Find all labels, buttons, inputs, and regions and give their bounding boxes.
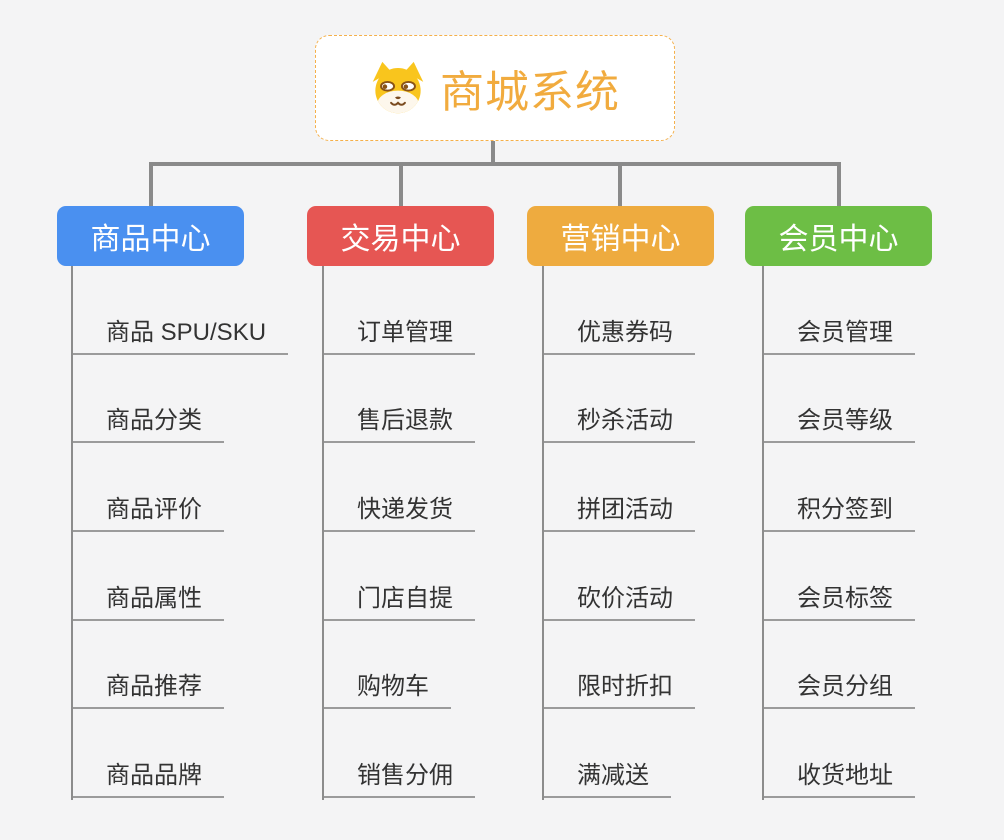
root-stem-connector [491,141,495,164]
branch-children-marketing: 优惠券码 秒杀活动 拼团活动 砍价活动 限时折扣 满减送 [542,266,695,800]
child-row: 会员分组 [764,621,915,710]
child-topic[interactable]: 销售分佣 [324,763,475,798]
branch-drop-connector [399,162,403,207]
child-topic[interactable]: 砍价活动 [544,586,695,621]
child-topic[interactable]: 商品推荐 [73,675,224,710]
branch-drop-connector [149,162,153,207]
child-row: 门店自提 [324,532,475,621]
child-row: 拼团活动 [544,443,695,532]
child-topic[interactable]: 收货地址 [764,763,915,798]
child-topic[interactable]: 会员管理 [764,320,915,355]
child-topic[interactable]: 商品评价 [73,497,224,532]
root-node[interactable]: 商城系统 [315,35,675,141]
child-topic[interactable]: 订单管理 [324,320,475,355]
child-topic[interactable]: 售后退款 [324,409,475,444]
child-row: 售后退款 [324,355,475,444]
child-row: 订单管理 [324,266,475,355]
child-topic[interactable]: 会员标签 [764,586,915,621]
child-topic[interactable]: 拼团活动 [544,497,695,532]
child-row: 秒杀活动 [544,355,695,444]
child-topic[interactable]: 积分签到 [764,497,915,532]
child-topic[interactable]: 购物车 [324,675,451,710]
child-row: 快递发货 [324,443,475,532]
child-row: 销售分佣 [324,709,475,798]
child-topic[interactable]: 会员等级 [764,409,915,444]
child-topic[interactable]: 限时折扣 [544,675,695,710]
child-row: 购物车 [324,621,475,710]
child-topic[interactable]: 商品 SPU/SKU [73,320,289,355]
child-row: 商品分类 [73,355,288,444]
child-row: 满减送 [544,709,695,798]
root-title: 商城系统 [440,68,620,117]
child-topic[interactable]: 快递发货 [324,497,475,532]
branch-drop-connector [618,162,622,207]
child-topic[interactable]: 门店自提 [324,586,475,621]
child-row: 商品评价 [73,443,288,532]
horizontal-connector [149,162,841,166]
child-topic[interactable]: 商品属性 [73,586,224,621]
child-row: 商品品牌 [73,709,288,798]
branch-children-trade: 订单管理 售后退款 快递发货 门店自提 购物车 销售分佣 [322,266,475,800]
child-topic[interactable]: 商品分类 [73,409,224,444]
child-row: 商品属性 [73,532,288,621]
child-row: 商品 SPU/SKU [73,266,289,355]
child-row: 砍价活动 [544,532,695,621]
child-row: 商品推荐 [73,621,288,710]
branch-children-member: 会员管理 会员等级 积分签到 会员标签 会员分组 收货地址 [762,266,915,800]
child-topic[interactable]: 优惠券码 [544,320,695,355]
child-row: 收货地址 [764,709,915,798]
child-row: 积分签到 [764,443,915,532]
child-row: 会员标签 [764,532,915,621]
child-row: 会员等级 [764,355,915,444]
branch-header-product[interactable]: 商品中心 [57,206,244,266]
child-row: 会员管理 [764,266,915,355]
branch-header-trade[interactable]: 交易中心 [307,206,494,266]
branch-header-member[interactable]: 会员中心 [745,206,932,266]
branch-children-product: 商品 SPU/SKU 商品分类 商品评价 商品属性 商品推荐 商品品牌 [71,266,289,800]
branch-drop-connector [837,162,841,207]
child-row: 优惠券码 [544,266,695,355]
child-topic[interactable]: 满减送 [544,763,671,798]
shiba-dog-icon [370,61,426,115]
child-topic[interactable]: 商品品牌 [73,763,224,798]
child-topic[interactable]: 会员分组 [764,675,915,710]
child-topic[interactable]: 秒杀活动 [544,409,695,444]
branch-header-marketing[interactable]: 营销中心 [527,206,714,266]
child-row: 限时折扣 [544,621,695,710]
